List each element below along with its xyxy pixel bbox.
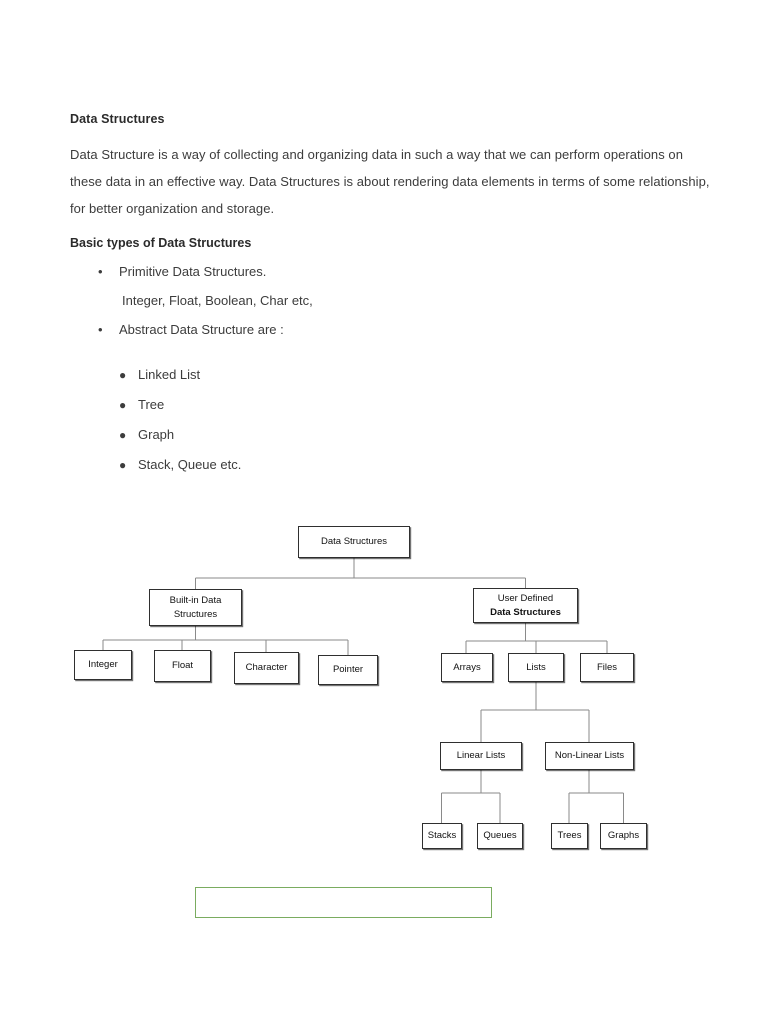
list-item-primitive: • Primitive Data Structures. [70,257,710,286]
list-item-label: Primitive Data Structures. [119,264,267,279]
node-label: Files [596,661,618,673]
abstract-sublist: ● Linked List ● Tree ● Graph ● Stack, Qu… [70,360,710,480]
list-item: ● Linked List [70,360,710,390]
bullet-icon: ● [119,398,127,412]
basic-types-list: • Primitive Data Structures. [70,257,710,286]
node-label-line1: User Defined [497,592,554,604]
node-label: Graphs [607,830,640,841]
diagram-node-lists[interactable]: Lists [508,653,564,682]
node-label: Integer [88,659,118,670]
list-item-label: Linked List [138,367,201,382]
intro-paragraph: Data Structure is a way of collecting an… [70,147,710,216]
primitive-examples-line: Integer, Float, Boolean, Char etc, [122,293,313,308]
diagram-node-trees[interactable]: Trees [551,823,588,849]
list-item: ● Graph [70,420,710,450]
node-label-line2: Data Structures [490,606,561,618]
diagram-node-character[interactable]: Character [234,652,299,684]
node-label: Arrays [453,661,481,673]
list-item-label: Graph [138,427,175,442]
node-label: Data Structures [321,536,387,547]
node-label: Linear Lists [456,750,506,761]
bullet-icon: ● [119,428,127,442]
page-title: Data Structures [70,112,165,126]
node-label: Float [171,660,194,671]
document-text-block: Data Structures Data Structure is a way … [70,112,710,480]
node-label: Stacks [427,830,457,841]
list-item-label: Tree [138,397,165,412]
node-label: Lists [526,661,546,673]
section-heading-basic-types: Basic types of Data Structures [70,236,252,250]
diagram-node-queues[interactable]: Queues [477,823,523,849]
diagram-node-graphs[interactable]: Graphs [600,823,647,849]
diagram-node-files[interactable]: Files [580,653,634,682]
diagram-node-float[interactable]: Float [154,650,211,682]
node-label: Queues [483,830,517,841]
diagram-node-non-linear-lists[interactable]: Non-Linear Lists [545,742,634,770]
bullet-icon: • [98,264,103,279]
list-item-label: Stack, Queue etc. [138,457,242,472]
bullet-icon: • [98,322,103,337]
node-label: Pointer [332,664,364,675]
list-item: ● Tree [70,390,710,420]
list-item-abstract: • Abstract Data Structure are : [70,315,710,344]
node-label: Trees [557,830,582,841]
bullet-icon: ● [119,368,127,382]
list-item-label: Abstract Data Structure are : [119,322,284,337]
diagram-node-arrays[interactable]: Arrays [441,653,493,682]
node-label-line2: Structures [173,608,218,620]
diagram-node-data-structures[interactable]: Data Structures [298,526,410,558]
diagram-node-built-in-data-structures[interactable]: Built-in Data Structures [149,589,242,626]
node-label: Character [245,662,288,673]
node-label-line1: Built-in Data [169,594,222,606]
diagram-node-integer[interactable]: Integer [74,650,132,680]
diagram-node-linear-lists[interactable]: Linear Lists [440,742,522,770]
abstract-types-list: • Abstract Data Structure are : [70,315,710,344]
list-item: ● Stack, Queue etc. [70,450,710,480]
node-label: Non-Linear Lists [554,750,625,761]
diagram-node-stacks[interactable]: Stacks [422,823,462,849]
diagram-node-user-defined-data-structures[interactable]: User Defined Data Structures [473,588,578,623]
empty-green-text-box[interactable] [195,887,492,918]
bullet-icon: ● [119,458,127,472]
diagram-node-pointer[interactable]: Pointer [318,655,378,685]
